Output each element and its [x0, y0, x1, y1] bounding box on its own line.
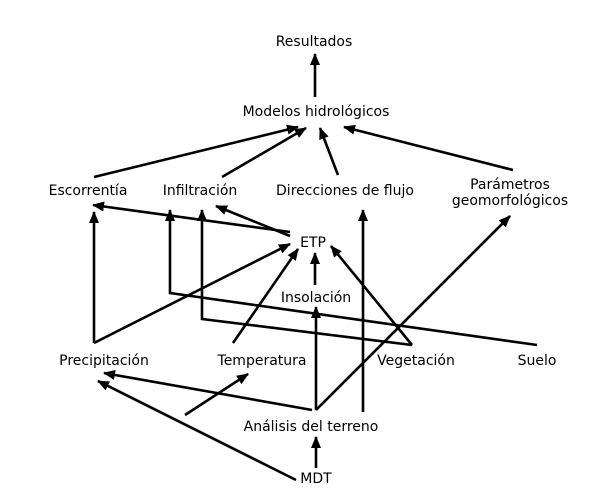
edge-suelo-infiltracion — [165, 209, 538, 347]
node-suelo: Suelo — [518, 353, 557, 369]
edge-etp-escorrentia — [92, 201, 291, 234]
node-resultados: Resultados — [276, 34, 353, 50]
edge-infiltracion-modelos — [221, 126, 307, 179]
node-escorrentia: Escorrentía — [49, 183, 128, 199]
edge-analisis-precipitacion — [103, 370, 313, 412]
node-analisis-terreno: Análisis del terreno — [244, 419, 379, 435]
node-etp: ETP — [300, 235, 326, 251]
node-mdt: MDT — [300, 471, 332, 487]
edge-temperatura-etp — [231, 248, 300, 344]
nodes: Resultados Modelos hidrológicos Escorren… — [49, 34, 569, 487]
node-modelos-hidrologicos: Modelos hidrológicos — [243, 104, 390, 120]
edge-mdt-precipitacion — [97, 379, 297, 482]
edge-parametros-modelos — [343, 124, 514, 172]
edge-analisis-temperatura — [184, 372, 249, 417]
node-infiltracion: Infiltración — [163, 183, 238, 199]
edge-escorrentia-modelos — [93, 124, 299, 179]
node-parametros-line1: Parámetros — [470, 177, 550, 193]
edge-etp-infiltracion — [215, 204, 291, 238]
edge-analisis-parametros — [315, 215, 511, 411]
edge-precipitacion-etp — [93, 242, 291, 345]
node-direcciones-flujo: Direcciones de flujo — [276, 183, 414, 199]
node-vegetacion: Vegetación — [377, 353, 455, 369]
edges — [89, 53, 538, 482]
edge-direcciones-modelos — [318, 127, 340, 176]
node-insolacion: Insolación — [281, 290, 351, 306]
node-precipitacion: Precipitación — [59, 353, 149, 369]
node-temperatura: Temperatura — [217, 353, 307, 369]
node-parametros-line2: geomorfológicos — [452, 193, 568, 209]
edge-vegetacion-infiltracion — [197, 209, 413, 347]
